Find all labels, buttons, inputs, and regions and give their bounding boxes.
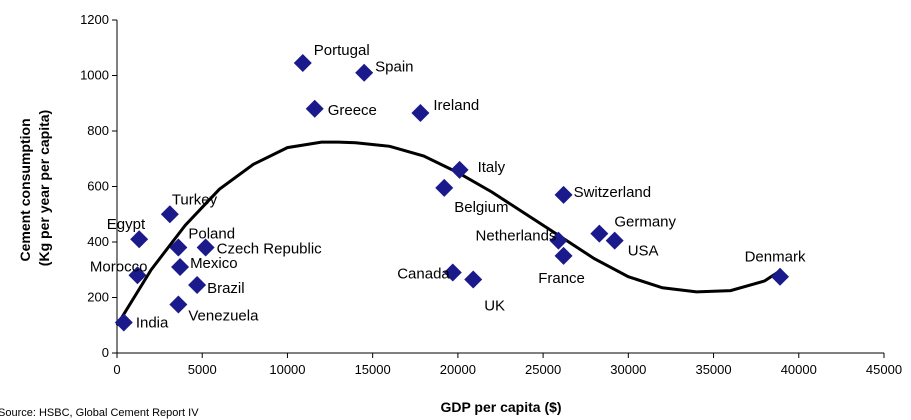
- data-point-marker: [549, 231, 568, 250]
- data-point-marker: [435, 178, 454, 197]
- data-point-marker: [464, 270, 483, 289]
- x-tick-label: 45000: [866, 362, 902, 377]
- data-point-label: Netherlands: [476, 228, 557, 245]
- source-note: Source: HSBC, Global Cement Report IV: [0, 407, 199, 419]
- data-point-marker: [411, 103, 430, 122]
- data-point-marker: [130, 230, 149, 249]
- data-point-marker: [128, 266, 147, 285]
- data-point-label: Portugal: [314, 42, 370, 59]
- data-point-label: Poland: [188, 226, 235, 243]
- data-point-label: Belgium: [454, 199, 508, 216]
- data-point-marker: [554, 185, 573, 204]
- data-point-marker: [196, 238, 215, 257]
- x-axis-title: GDP per capita ($): [440, 399, 561, 415]
- data-point-marker: [590, 224, 609, 243]
- y-tick-label: 600: [87, 179, 109, 194]
- y-tick-label: 200: [87, 290, 109, 305]
- data-point-marker: [114, 313, 133, 332]
- y-tick-label: 1200: [80, 12, 109, 27]
- data-point-label: France: [538, 270, 585, 287]
- data-point-marker: [443, 263, 462, 282]
- y-axis-ticks: 0 200 400 600 800 1000 1200: [80, 12, 117, 360]
- data-point-marker: [305, 99, 324, 118]
- x-tick-label: 15000: [355, 362, 391, 377]
- data-point-label: Morocco: [90, 258, 148, 275]
- x-tick-label: 40000: [781, 362, 817, 377]
- x-tick-label: 0: [113, 362, 120, 377]
- data-point-marker: [188, 276, 207, 295]
- data-point-marker: [355, 63, 374, 82]
- data-point-marker: [160, 205, 179, 224]
- data-point-marker: [450, 160, 469, 179]
- point-labels: India Morocco Egypt TurkeyPolandMexicoVenez…: [90, 42, 806, 331]
- data-point-label: Turkey: [172, 191, 218, 208]
- x-tick-label: 30000: [610, 362, 646, 377]
- data-point-label: Czech Republic: [217, 241, 323, 258]
- x-tick-label: 10000: [269, 362, 305, 377]
- data-point-label: Canada: [397, 266, 450, 283]
- data-point-label: USA: [628, 243, 659, 260]
- data-point-label: Greece: [328, 102, 377, 119]
- data-point-label: Brazil: [207, 280, 245, 297]
- data-point-label: Switzerland: [574, 184, 652, 201]
- x-tick-label: 5000: [188, 362, 217, 377]
- x-tick-label: 35000: [695, 362, 731, 377]
- data-point-label: India: [136, 314, 169, 331]
- data-point-label: Spain: [375, 59, 413, 76]
- data-point-label: Germany: [614, 214, 676, 231]
- data-point-label: Italy: [478, 159, 506, 176]
- data-point-marker: [171, 257, 190, 276]
- data-point-marker: [169, 238, 188, 257]
- y-tick-label: 0: [102, 345, 109, 360]
- y-tick-label: 800: [87, 123, 109, 138]
- data-point-marker: [554, 246, 573, 265]
- y-axis-title-line-2: (Kg per year per capita): [36, 110, 52, 266]
- data-point-marker: [169, 295, 188, 314]
- data-point-label: UK: [484, 297, 505, 314]
- data-points: [114, 54, 790, 332]
- y-axis-title-line-1: Cement consumption: [17, 118, 33, 261]
- x-tick-label: 20000: [440, 362, 476, 377]
- data-point-label: Ireland: [433, 97, 479, 114]
- data-point-marker: [293, 54, 312, 73]
- data-point-marker: [605, 231, 624, 250]
- x-axis-ticks: 0 5000 10000 15000 20000 25000 30000 35000 40000…: [113, 353, 902, 377]
- data-point-label: Denmark: [745, 249, 806, 266]
- y-axis-title: Cement consumption (Kg per year per capi…: [17, 110, 52, 266]
- data-point-marker: [771, 267, 790, 286]
- data-point-label: Egypt: [107, 216, 146, 233]
- data-point-label: Mexico: [190, 255, 238, 272]
- data-point-label: Venezuela: [188, 307, 259, 324]
- y-tick-label: 1000: [80, 68, 109, 83]
- y-tick-label: 400: [87, 234, 109, 249]
- trend-curve: [115, 140, 783, 327]
- x-tick-label: 25000: [525, 362, 561, 377]
